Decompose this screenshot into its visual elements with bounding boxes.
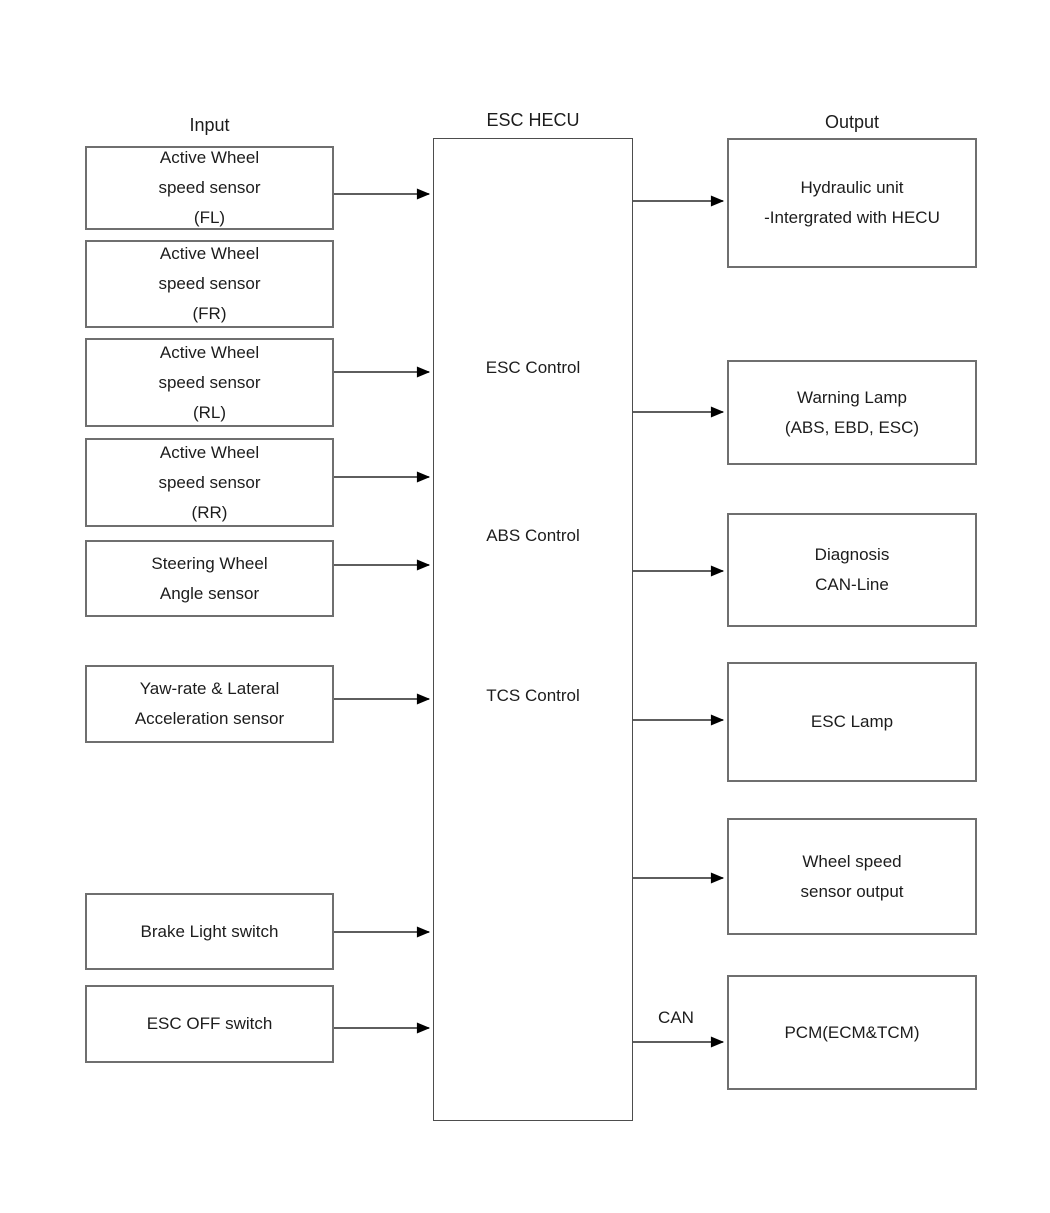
hecu-label-abs-control: ABS Control xyxy=(486,526,580,545)
box-text-line: Acceleration sensor xyxy=(134,709,285,728)
hecu-label-esc-control: ESC Control xyxy=(485,358,581,377)
box-text-line: ESC OFF switch xyxy=(146,1014,273,1033)
box-text-line: Steering Wheel xyxy=(151,553,268,573)
box-text-line: CAN-Line xyxy=(815,575,889,594)
output-box-diagnosis-can-line: Diagnosis CAN-Line xyxy=(727,513,977,627)
input-column-title: Input xyxy=(189,115,230,135)
output-box-hydraulic-unit: Hydraulic unit -Intergrated with HECU xyxy=(727,138,977,268)
box-text-line: Active Wheel xyxy=(159,342,260,362)
box-text-line: Active Wheel xyxy=(159,148,260,167)
hecu-box xyxy=(433,138,633,1121)
box-text-line: (RR) xyxy=(191,502,228,522)
box-text-line: ESC Lamp xyxy=(810,712,894,731)
can-arrow-label: CAN xyxy=(658,1008,694,1027)
box-text-line: speed sensor xyxy=(158,274,261,293)
box-text-line: Angle sensor xyxy=(159,583,260,603)
hecu-label-tcs-control: TCS Control xyxy=(486,686,580,705)
input-box-wheel-speed-rl: Active Wheel speed sensor (RL) xyxy=(85,338,334,427)
box-text-line: speed sensor xyxy=(158,372,261,392)
output-box-warning-lamp: Warning Lamp (ABS, EBD, ESC) xyxy=(727,360,977,465)
box-text-line: Diagnosis xyxy=(814,545,890,564)
box-text-line: Yaw-rate & Lateral xyxy=(139,679,280,698)
box-text-line: Warning Lamp xyxy=(797,387,907,407)
box-text-line: speed sensor xyxy=(158,472,261,492)
box-text-line: Hydraulic unit xyxy=(800,178,904,197)
input-box-esc-off-switch: ESC OFF switch xyxy=(85,985,334,1063)
input-box-brake-light-switch: Brake Light switch xyxy=(85,893,334,970)
input-box-yaw-rate-sensor: Yaw-rate & Lateral Acceleration sensor xyxy=(85,665,334,743)
box-text-line: -Intergrated with HECU xyxy=(764,208,940,227)
box-text-line: Active Wheel xyxy=(159,244,260,263)
output-box-esc-lamp: ESC Lamp xyxy=(727,662,977,782)
input-box-wheel-speed-fr: Active Wheel speed sensor (FR) xyxy=(85,240,334,328)
input-box-wheel-speed-rr: Active Wheel speed sensor (RR) xyxy=(85,438,334,527)
output-box-pcm: PCM(ECM&TCM) xyxy=(727,975,977,1090)
box-text-line: (FL) xyxy=(193,208,226,227)
hecu-title: ESC HECU xyxy=(486,110,580,130)
box-text-line: (RL) xyxy=(192,402,227,422)
box-text-line: speed sensor xyxy=(158,178,261,197)
output-column-title: Output xyxy=(824,112,880,132)
output-box-wheel-speed-sensor-output: Wheel speed sensor output xyxy=(727,818,977,935)
box-text-line: (FR) xyxy=(192,304,227,323)
box-text-line: Active Wheel xyxy=(159,442,260,462)
box-text-line: (ABS, EBD, ESC) xyxy=(784,417,920,437)
box-text-line: sensor output xyxy=(800,881,904,901)
box-text-line: PCM(ECM&TCM) xyxy=(784,1022,920,1042)
box-text-line: Brake Light switch xyxy=(140,921,279,941)
box-text-line: Wheel speed xyxy=(802,851,902,871)
input-box-steering-angle-sensor: Steering Wheel Angle sensor xyxy=(85,540,334,617)
input-box-wheel-speed-fl: Active Wheel speed sensor (FL) xyxy=(85,146,334,230)
